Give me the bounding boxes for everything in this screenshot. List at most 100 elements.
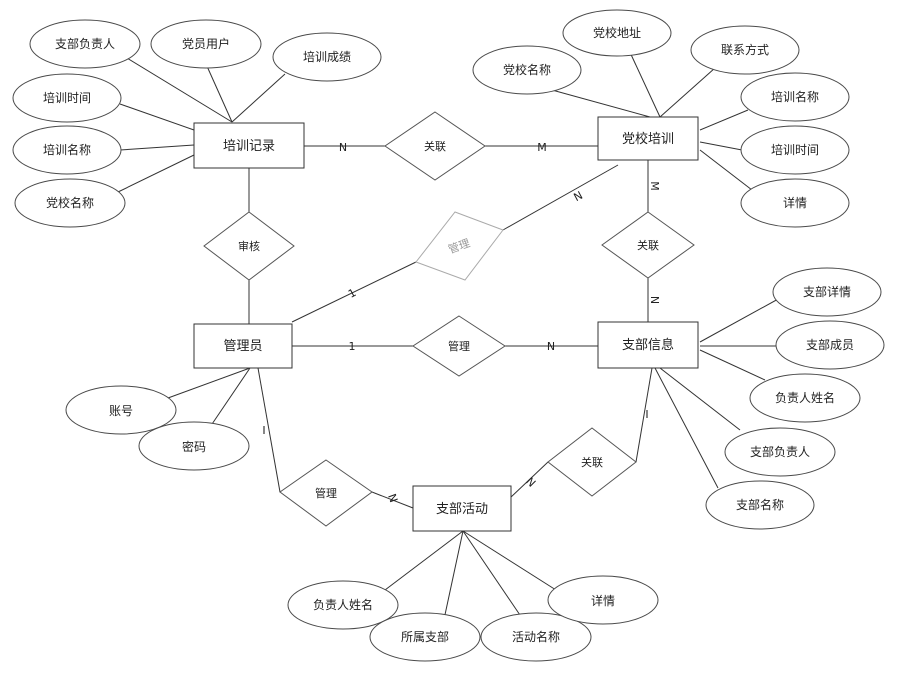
attribute-branch-leader: 支部负责人	[724, 427, 836, 477]
edge-attr	[699, 141, 743, 151]
edge-rel	[257, 367, 281, 493]
relationship-link-right: 关联	[601, 211, 695, 279]
attribute-label: 党校名称	[503, 62, 551, 77]
edge-attr	[699, 297, 781, 343]
cardinality-label: N	[339, 141, 347, 154]
attribute-label: 支部详情	[803, 284, 851, 299]
attribute-party-member-user: 党员用户	[150, 19, 262, 69]
attribute-account: 账号	[65, 385, 177, 435]
cardinality-label: M	[648, 181, 661, 191]
cardinality-label: I	[645, 408, 648, 421]
relationship-label: 关联	[637, 238, 659, 252]
attribute-label: 负责人姓名	[313, 597, 373, 612]
relationship-link-top: 关联	[384, 111, 486, 181]
attribute-label: 联系方式	[721, 42, 769, 57]
entity-label: 党校培训	[622, 131, 674, 147]
attribute-activity-name: 活动名称	[480, 612, 592, 662]
edge-attr	[384, 530, 464, 591]
attribute-edges	[117, 47, 781, 625]
attribute-school-name: 党校名称	[472, 45, 582, 95]
edge-rel	[291, 261, 417, 323]
attribute-label: 培训时间	[43, 90, 91, 105]
edge-attr	[699, 109, 749, 131]
attribute-branch-members: 支部成员	[775, 320, 885, 370]
edge-attr	[231, 73, 286, 123]
attribute-training-name: 培训名称	[740, 72, 850, 122]
edge-attr	[699, 149, 753, 191]
cardinality-label: N	[572, 189, 585, 204]
entity-label: 培训记录	[223, 138, 275, 154]
attribute-label: 党校名称	[46, 195, 94, 210]
relationship-label: 关联	[581, 455, 603, 469]
attribute-label: 负责人姓名	[775, 390, 835, 405]
edge-rel	[635, 367, 653, 463]
attribute-branch-details: 支部详情	[772, 267, 882, 317]
attribute-label: 培训名称	[43, 142, 91, 157]
relationship-manage-bottom: 管理	[279, 459, 373, 527]
attribute-label: 培训成绩	[303, 49, 351, 64]
relationship-link-bottom: 关联	[547, 427, 637, 497]
edge-rel	[509, 461, 549, 499]
entity-label: 支部信息	[622, 337, 674, 353]
attribute-label: 支部名称	[736, 497, 784, 512]
relationship-manage-faded: 管理	[415, 211, 504, 281]
attribute-label: 详情	[591, 593, 615, 608]
edge-rel	[502, 164, 619, 231]
attribute-training-name: 培训名称	[12, 125, 122, 175]
attribute-label: 账号	[109, 404, 133, 418]
edge-attr	[117, 154, 195, 193]
entity-admin: 管理员	[193, 323, 293, 369]
relationship-label: 关联	[424, 139, 446, 153]
entity-training-record: 培训记录	[193, 122, 305, 169]
edge-attr	[627, 47, 661, 118]
attribute-school-name: 党校名称	[14, 178, 126, 228]
edge-attr	[462, 530, 557, 591]
attribute-leader-name: 负责人姓名	[287, 580, 399, 630]
relationship-label: 审核	[238, 239, 260, 253]
edge-attr	[462, 530, 523, 619]
attribute-contact: 联系方式	[690, 25, 800, 75]
entity-label: 支部活动	[436, 502, 488, 517]
attribute-label: 培训时间	[771, 142, 819, 157]
attribute-school-address: 党校地址	[562, 9, 672, 57]
edge-attr	[659, 367, 741, 431]
edge-attr	[167, 367, 251, 399]
edge-attr	[205, 63, 233, 123]
relationship-label: 管理	[448, 339, 470, 353]
attribute-label: 支部成员	[806, 337, 854, 352]
edge-attr	[207, 367, 251, 431]
attribute-label: 活动名称	[512, 629, 560, 644]
relationship-label: 管理	[315, 486, 337, 500]
edge-attr	[659, 67, 716, 118]
attribute-branch-name: 支部名称	[705, 480, 815, 530]
attribute-leader-name: 负责人姓名	[749, 373, 861, 423]
entity-party-school-training: 党校培训	[597, 116, 699, 161]
attribute-branch-leader: 支部负责人	[29, 19, 141, 69]
attribute-label: 支部负责人	[55, 36, 115, 51]
edge-attr	[654, 367, 719, 489]
attribute-training-time: 培训时间	[12, 73, 122, 123]
cardinality-label: I	[262, 424, 265, 437]
attribute-details: 详情	[740, 178, 850, 228]
cardinality-label: N	[547, 340, 555, 353]
edge-attr	[121, 54, 233, 123]
entity-label: 管理员	[223, 339, 262, 354]
attribute-password: 密码	[138, 421, 250, 471]
cardinality-label: N	[648, 296, 661, 304]
edge-attr	[119, 144, 195, 151]
relationship-review: 审核	[203, 211, 295, 281]
attribute-details: 详情	[547, 575, 659, 625]
edge-attr	[119, 103, 195, 131]
entity-branch-activity: 支部活动	[412, 485, 512, 532]
edge-rel	[371, 491, 414, 509]
cardinality-label: 1	[346, 286, 358, 301]
attribute-label: 所属支部	[401, 629, 449, 644]
attribute-training-score: 培训成绩	[272, 32, 382, 82]
attribute-label: 支部负责人	[750, 444, 810, 459]
attribute-label: 密码	[182, 439, 206, 454]
cardinality-label: 1	[349, 340, 356, 353]
attribute-training-time: 培训时间	[740, 125, 850, 175]
attribute-label: 培训名称	[771, 89, 819, 104]
